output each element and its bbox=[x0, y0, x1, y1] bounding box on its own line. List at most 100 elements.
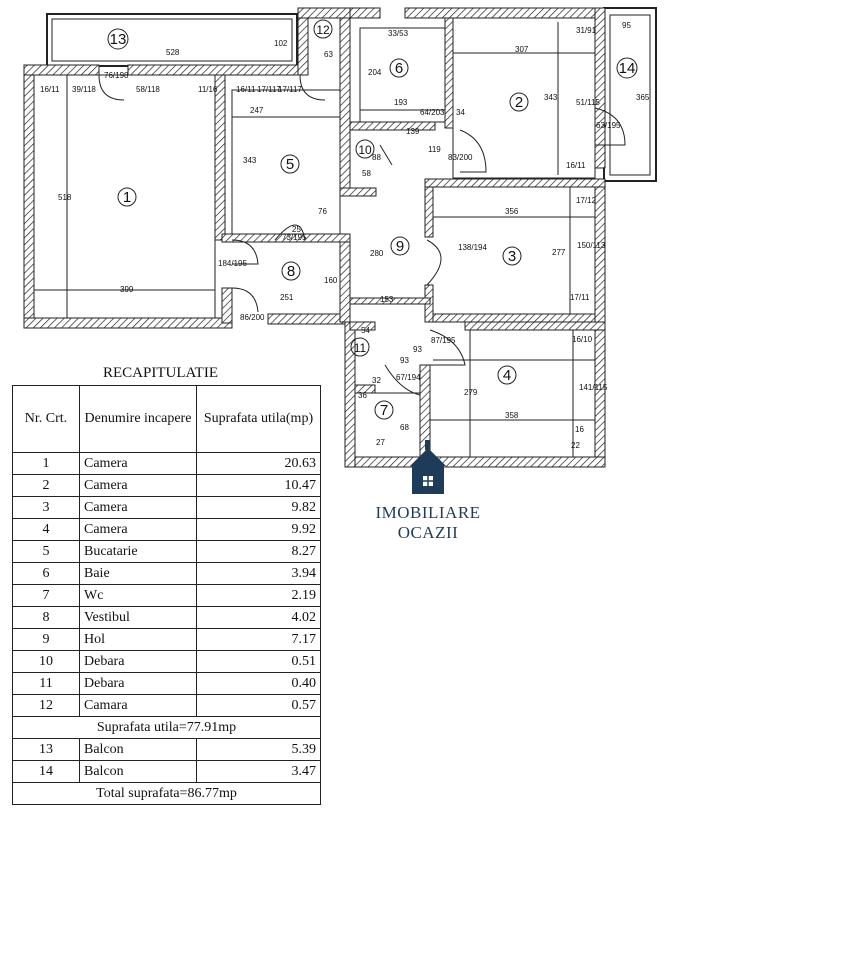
svg-text:4: 4 bbox=[503, 367, 511, 384]
cell-area: 5.39 bbox=[196, 738, 321, 761]
svg-text:7: 7 bbox=[380, 402, 388, 419]
cell-nr: 5 bbox=[12, 540, 80, 563]
svg-text:2: 2 bbox=[515, 94, 523, 111]
cell-name: Baie bbox=[79, 562, 197, 585]
svg-text:1: 1 bbox=[123, 189, 131, 206]
dimension-label: 16 bbox=[575, 425, 584, 434]
cell-name: Debara bbox=[79, 672, 197, 695]
cell-name: Camera bbox=[79, 496, 197, 519]
dimension-label: 95 bbox=[622, 21, 631, 30]
svg-text:11: 11 bbox=[354, 341, 367, 355]
inner-lines bbox=[33, 17, 596, 458]
svg-text:12: 12 bbox=[316, 23, 330, 37]
dimension-label: 184/195 bbox=[218, 259, 247, 268]
cell-area: 0.51 bbox=[196, 650, 321, 673]
dimension-label: 93 bbox=[413, 345, 422, 354]
dimension-label: 160 bbox=[324, 276, 338, 285]
dimension-label: 63 bbox=[324, 50, 333, 59]
dimension-label: 16/11 bbox=[40, 85, 60, 94]
dimension-label: 76/198 bbox=[104, 71, 129, 80]
cell-nr: 6 bbox=[12, 562, 80, 585]
cell-nr: 12 bbox=[12, 694, 80, 717]
dimension-label: 518 bbox=[58, 193, 72, 202]
dimension-label: 139 bbox=[406, 127, 420, 136]
dimension-label: 356 bbox=[505, 207, 519, 216]
cell-nr: 9 bbox=[12, 628, 80, 651]
col-header-name: Denumire incapere bbox=[79, 385, 197, 453]
cell-area: 0.57 bbox=[196, 694, 321, 717]
dimension-label: 27 bbox=[376, 438, 385, 447]
watermark: IMOBILIARE OCAZII bbox=[344, 440, 512, 543]
dimension-label: 31/91 bbox=[576, 26, 597, 35]
total-cell: Total suprafata=86.77mp bbox=[12, 782, 321, 805]
room-4-label: 4 bbox=[497, 365, 517, 385]
cell-name: Camera bbox=[79, 518, 197, 541]
dimension-label: 399 bbox=[120, 285, 134, 294]
dimension-label: 67/194 bbox=[396, 373, 421, 382]
cell-nr: 10 bbox=[12, 650, 80, 673]
dimension-label: 251 bbox=[280, 293, 294, 302]
room-9-label: 9 bbox=[390, 236, 410, 256]
dimension-label: 33/53 bbox=[388, 29, 409, 38]
cell-nr: 8 bbox=[12, 606, 80, 629]
room-10-label: 10 bbox=[355, 139, 375, 159]
cell-area: 9.82 bbox=[196, 496, 321, 519]
door-swings bbox=[98, 74, 626, 396]
svg-text:13: 13 bbox=[110, 31, 127, 48]
cell-name: Camara bbox=[79, 694, 197, 717]
dimension-label: 119 bbox=[428, 145, 441, 154]
dimension-label: 358 bbox=[505, 411, 519, 420]
room-1-label: 1 bbox=[117, 187, 137, 207]
dimension-label: 64/203 bbox=[420, 108, 445, 117]
cell-area: 7.17 bbox=[196, 628, 321, 651]
cell-name: Hol bbox=[79, 628, 197, 651]
watermark-text: IMOBILIARE OCAZII bbox=[375, 503, 481, 542]
dimension-label: 16/10 bbox=[572, 335, 593, 344]
dimension-label: 138/194 bbox=[458, 243, 487, 252]
dimension-label: 102 bbox=[274, 39, 288, 48]
dimension-label: 17/117 bbox=[257, 85, 281, 94]
balcony-13-wall bbox=[46, 13, 298, 67]
room-7-label: 7 bbox=[374, 400, 394, 420]
dimension-label: 39/118 bbox=[72, 85, 96, 94]
cell-name: Balcon bbox=[79, 738, 197, 761]
cell-name: Debara bbox=[79, 650, 197, 673]
room-14-label: 14 bbox=[616, 57, 638, 79]
dimension-label: 279 bbox=[464, 388, 478, 397]
dimension-label: 277 bbox=[552, 248, 566, 257]
dimension-label: 16/11 bbox=[236, 85, 256, 94]
dimension-label: 11/16 bbox=[198, 85, 218, 94]
dimension-label: 141/115 bbox=[579, 383, 608, 392]
cell-nr: 4 bbox=[12, 518, 80, 541]
dimension-label: 58 bbox=[362, 169, 371, 178]
room-13-label: 13 bbox=[107, 28, 129, 50]
cell-name: Bucatarie bbox=[79, 540, 197, 563]
svg-text:10: 10 bbox=[358, 143, 372, 157]
dimension-label: 17/117 bbox=[278, 85, 302, 94]
cell-name: Camera bbox=[79, 474, 197, 497]
room-11-label: 11 bbox=[350, 337, 370, 357]
dimension-label: 87/195 bbox=[431, 336, 456, 345]
dimension-label: 86/200 bbox=[240, 313, 265, 322]
dimension-label: 343 bbox=[544, 93, 558, 102]
svg-text:8: 8 bbox=[287, 263, 295, 280]
dimension-label: 76 bbox=[318, 207, 327, 216]
room-2-label: 2 bbox=[509, 92, 529, 112]
cell-area: 10.47 bbox=[196, 474, 321, 497]
dimension-label: 365 bbox=[636, 93, 650, 102]
dimension-label: 34 bbox=[456, 108, 465, 117]
room-6-label: 6 bbox=[389, 58, 409, 78]
dimension-label: 16/11 bbox=[566, 161, 586, 170]
col-header-nr: Nr. Crt. bbox=[12, 385, 80, 453]
cell-area: 3.47 bbox=[196, 760, 321, 783]
